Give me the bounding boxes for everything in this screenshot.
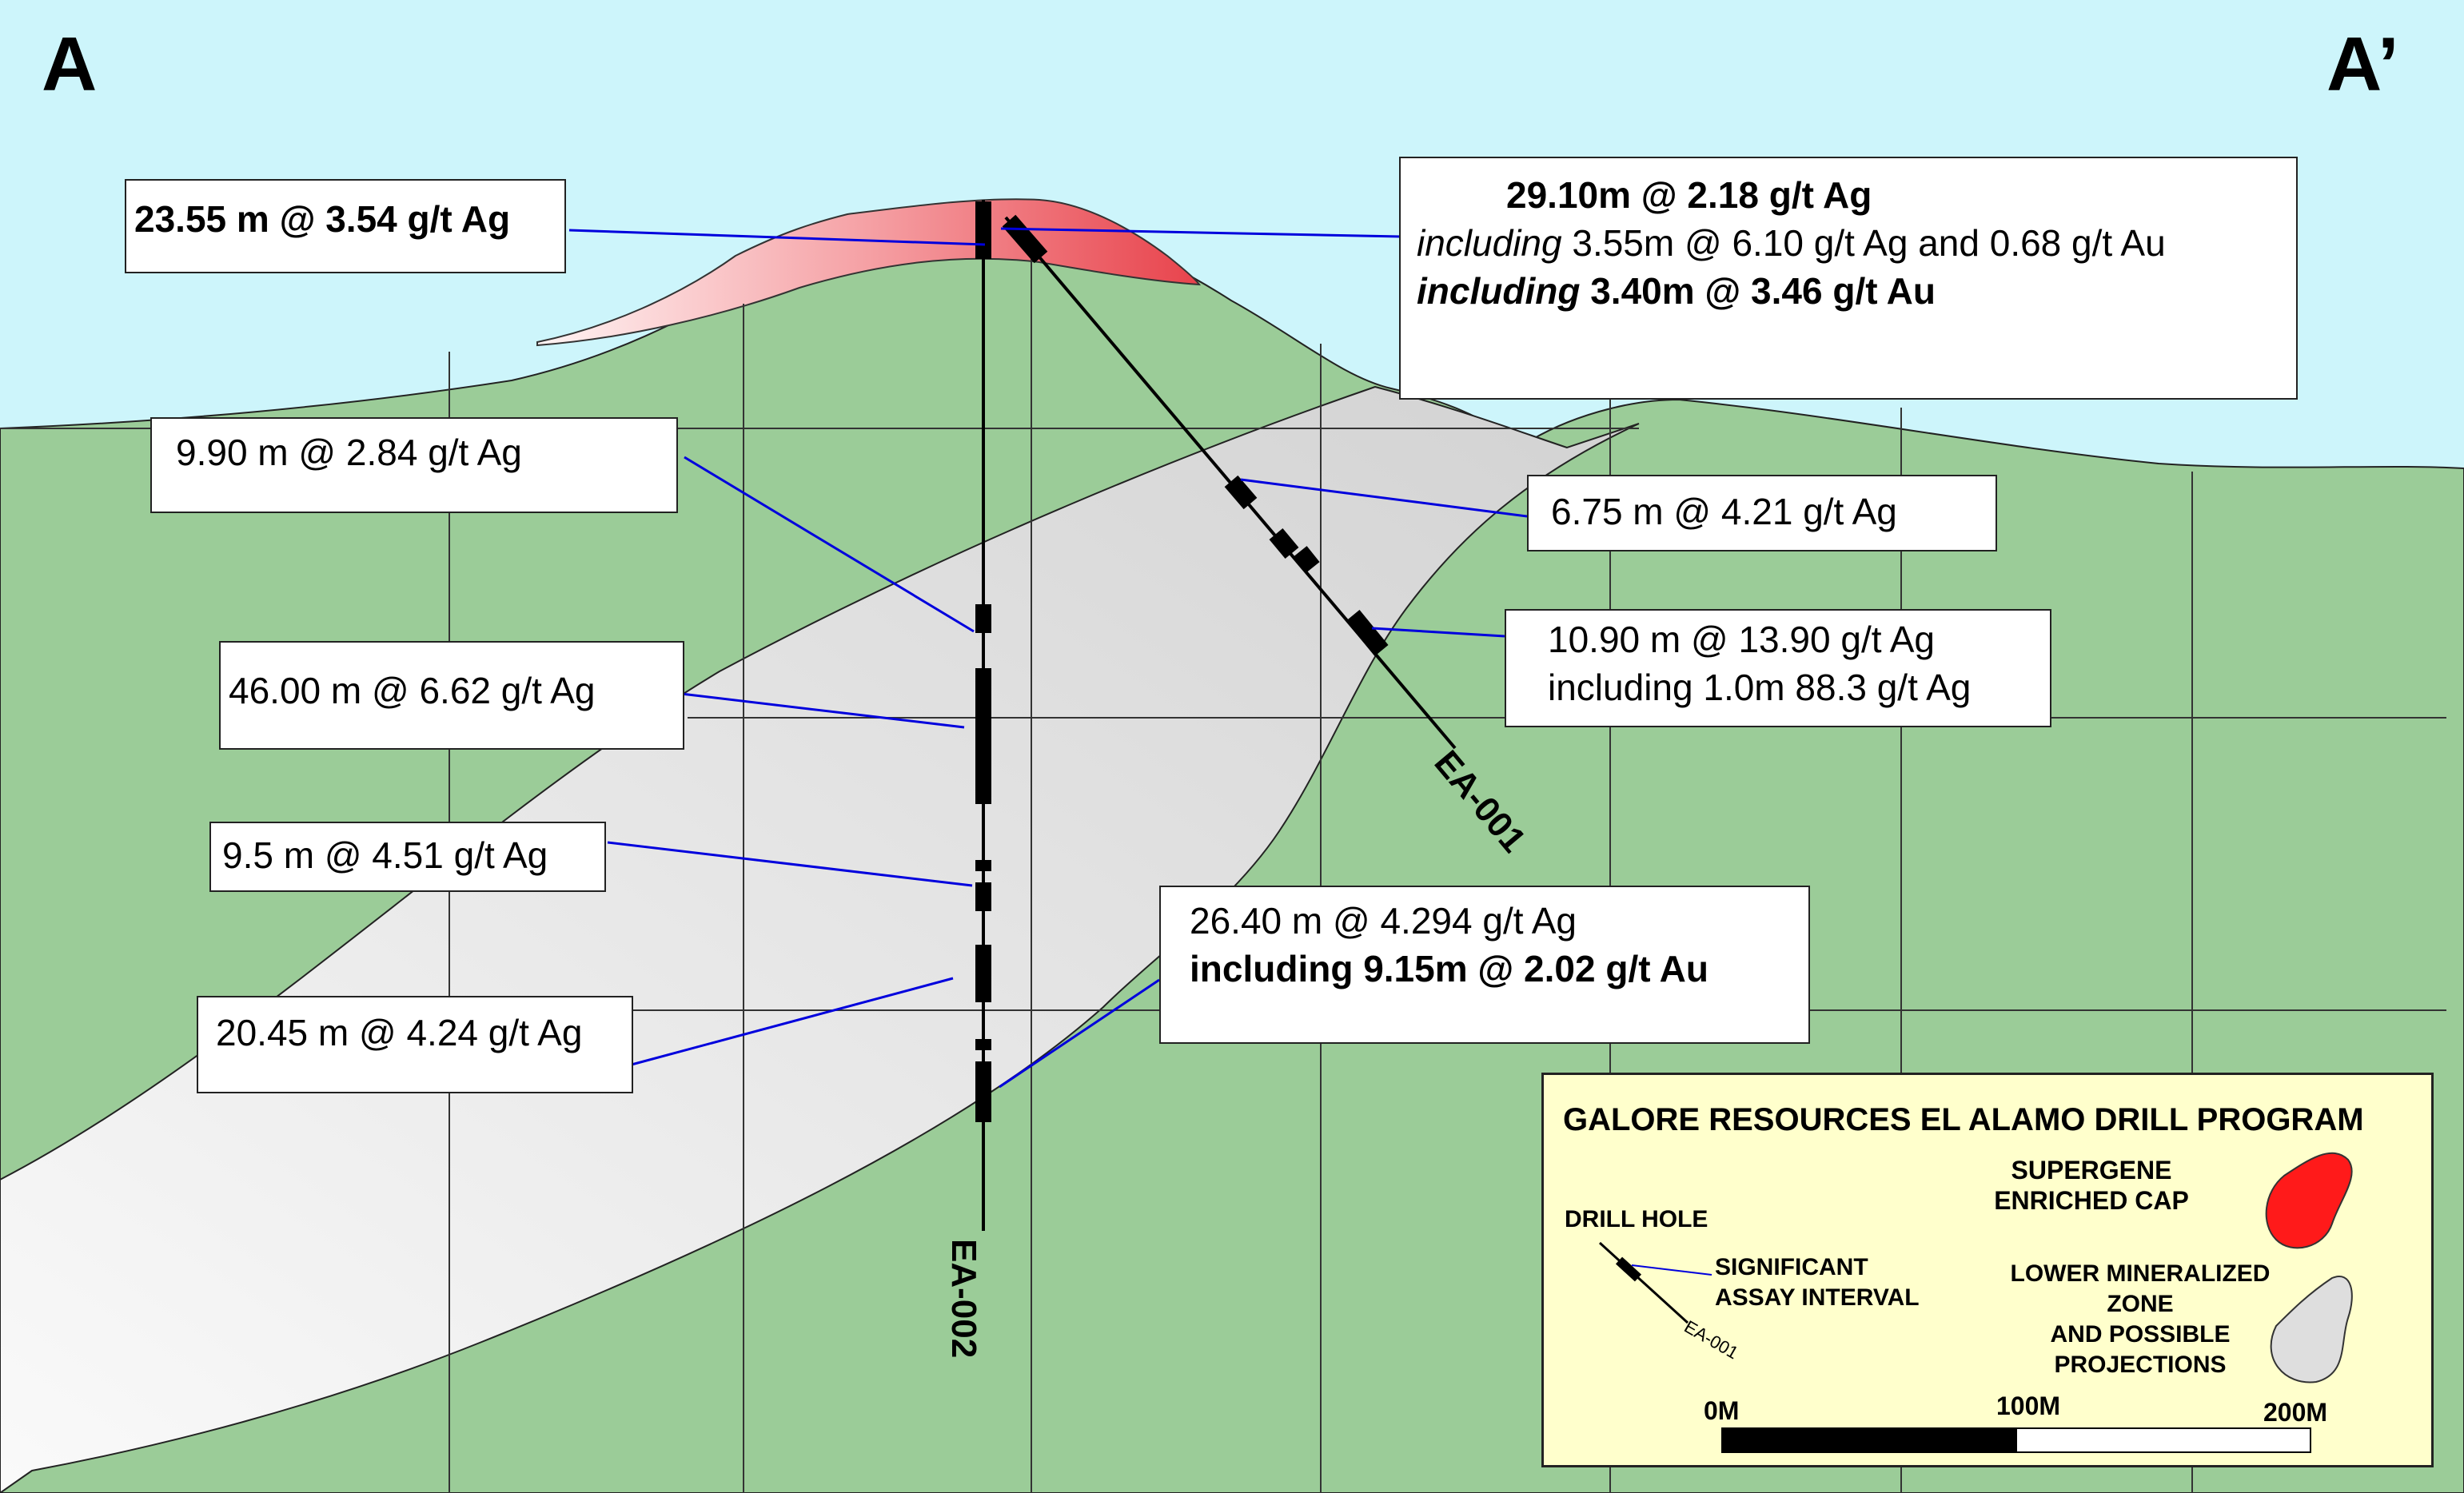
intercept-ea002-2: 46.00 m @ 6.62 g/t Ag: [219, 641, 684, 750]
intercept-ea002-top: 23.55 m @ 3.54 g/t Ag: [125, 179, 566, 273]
assay-interval: [975, 604, 991, 633]
legend-supergene-swatch: [2265, 1152, 2353, 1249]
intercept-ea002-5: 26.40 m @ 4.294 g/t Ag including 9.15m @…: [1159, 886, 1810, 1044]
assay-interval: [975, 1061, 991, 1122]
legend-title: GALORE RESOURCES EL ALAMO DRILL PROGRAM: [1563, 1102, 2364, 1137]
assay-interval: [1293, 546, 1320, 573]
intercept-ea002-3: 9.5 m @ 4.51 g/t Ag: [209, 822, 606, 892]
assay-interval: [975, 1039, 991, 1050]
intercept-ea002-1: 9.90 m @ 2.84 g/t Ag: [150, 417, 678, 513]
legend-lower-zone-swatch: [2270, 1276, 2353, 1384]
hole-label-ea-002: EA-002: [944, 1239, 983, 1359]
lower-mineralized-zone: [0, 385, 1640, 1493]
section-end-label: A’: [2326, 22, 2399, 107]
intercept-ea001-1: 6.75 m @ 4.21 g/t Ag: [1527, 475, 1997, 551]
legend-assay-label: SIGNIFICANT ASSAY INTERVAL: [1715, 1254, 1920, 1311]
scale-bar: [1721, 1427, 2311, 1453]
assay-interval: [1224, 475, 1258, 510]
scale-label-0: 0M: [1704, 1396, 1740, 1425]
scale-label-200: 200M: [2263, 1398, 2328, 1427]
scale-label-100: 100M: [1996, 1391, 2061, 1420]
assay-interval: [975, 882, 991, 911]
assay-interval: [1269, 528, 1299, 559]
intercept-ea001-top: 29.10m @ 2.18 g/t Ag including 3.55m @ 6…: [1399, 157, 2298, 400]
legend-drill-hole-label: DRILL HOLE: [1565, 1206, 1708, 1232]
leader-lines: [568, 227, 1528, 1089]
assay-interval: [1002, 214, 1048, 264]
assay-interval: [975, 860, 991, 871]
legend: GALORE RESOURCES EL ALAMO DRILL PROGRAM …: [1541, 1073, 2434, 1467]
legend-lower-zone-label: LOWER MINERALIZED ZONE AND POSSIBLE PROJ…: [2010, 1260, 2271, 1378]
assay-interval: [1346, 610, 1389, 656]
legend-supergene-label: SUPERGENE ENRICHED CAP: [1994, 1156, 2189, 1215]
assay-intervals-ea-001: [1002, 214, 1389, 656]
intercept-ea001-2: 10.90 m @ 13.90 g/t Ag including 1.0m 88…: [1505, 609, 2051, 727]
assay-interval: [975, 668, 991, 804]
legend-drill-hole-symbol: [1598, 1241, 1712, 1324]
intercept-ea002-4: 20.45 m @ 4.24 g/t Ag: [197, 996, 633, 1093]
assay-interval: [975, 201, 991, 259]
section-start-label: A: [42, 22, 98, 107]
assay-interval: [975, 945, 991, 1002]
